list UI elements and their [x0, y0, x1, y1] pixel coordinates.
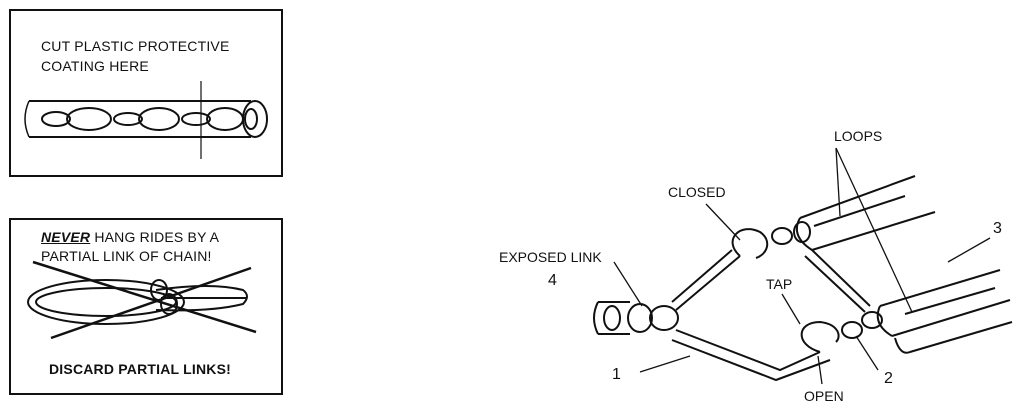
open-label: OPEN — [804, 388, 844, 404]
loops-label: LOOPS — [834, 128, 883, 144]
partial-link-illustration — [27, 260, 257, 340]
coated-chain-illustration — [24, 81, 268, 159]
exposed-link-label: EXPOSED LINK — [499, 249, 602, 265]
tap-label: TAP — [766, 276, 793, 292]
warning-line1: NEVER HANG RIDES BY A — [41, 228, 219, 246]
never-word: NEVER — [41, 229, 91, 245]
partial-link-warning-panel: NEVER HANG RIDES BY A PARTIAL LINK OF CH… — [9, 218, 283, 395]
callout-2: 2 — [884, 370, 893, 387]
callout-4: 4 — [548, 272, 557, 289]
cut-coating-line1: CUT PLASTIC PROTECTIVE — [41, 38, 230, 54]
warning-footer: DISCARD PARTIAL LINKS! — [49, 361, 231, 377]
cut-coating-panel: CUT PLASTIC PROTECTIVE COATING HERE — [9, 9, 283, 177]
callout-1: 1 — [612, 366, 621, 383]
cut-coating-line2: COATING HERE — [41, 58, 149, 74]
closed-label: CLOSED — [668, 184, 726, 200]
warning-line1-rest: HANG RIDES BY A — [94, 229, 220, 245]
warning-line2: PARTIAL LINK OF CHAIN! — [41, 248, 212, 264]
callout-3: 3 — [993, 220, 1002, 237]
